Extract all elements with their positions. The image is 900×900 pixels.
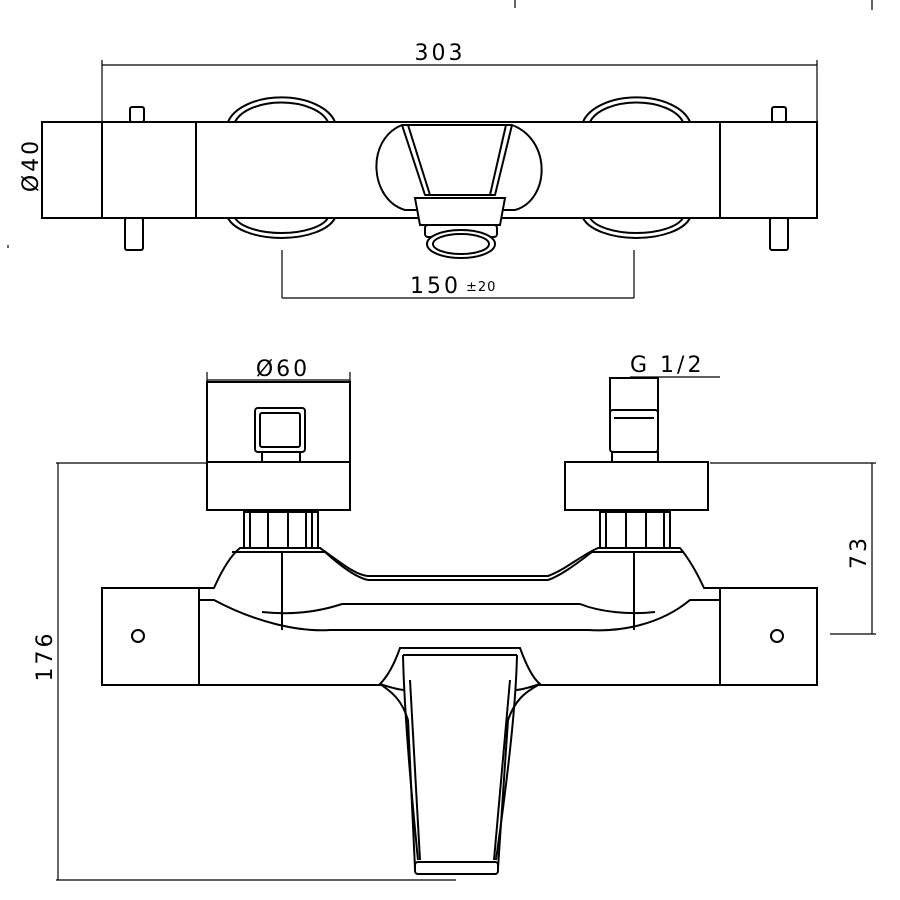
handle-right-lower: [564, 461, 709, 511]
dim-body-diameter: Ø40: [19, 122, 44, 218]
pin-top-right: [771, 106, 787, 123]
mount-hole-right: [770, 629, 784, 643]
mount-hole-left: [131, 629, 145, 643]
dim-label-d60: Ø60: [256, 357, 310, 382]
spout-top-view: [375, 124, 543, 259]
dim-handle-diameter: Ø60: [206, 357, 351, 382]
dim-label-150: 150: [410, 274, 461, 299]
handle-left-lower: [206, 461, 351, 511]
dim-center-distance: 150 ±20: [281, 250, 635, 299]
handle-left: [206, 381, 351, 549]
handle-right: [564, 377, 709, 549]
wall-connector-right: [582, 96, 691, 239]
dim-label-176: 176: [33, 631, 58, 682]
pin-bottom-left: [124, 217, 144, 251]
dim-wall-to-outlet: 73: [710, 462, 876, 635]
wall-connector-left: [227, 96, 336, 239]
pin-bottom-right: [769, 217, 789, 251]
dim-label-d40: Ø40: [19, 138, 44, 192]
dim-label-thread: G 1/2: [630, 353, 704, 378]
pin-top-left: [129, 106, 145, 123]
front-view: Ø60 G 1/2 73 176: [33, 353, 876, 881]
spout-front: [378, 647, 542, 875]
dim-overall-width: 303: [101, 41, 818, 122]
nut-right: [599, 511, 671, 549]
dim-label-73: 73: [847, 535, 872, 569]
dim-total-height: 176: [33, 462, 456, 881]
top-view: 303 Ø40 150 ±20: [7, 0, 873, 299]
dim-thread: G 1/2: [630, 353, 720, 378]
dim-label-303: 303: [415, 41, 466, 66]
dim-label-tolerance: ±20: [466, 280, 496, 295]
